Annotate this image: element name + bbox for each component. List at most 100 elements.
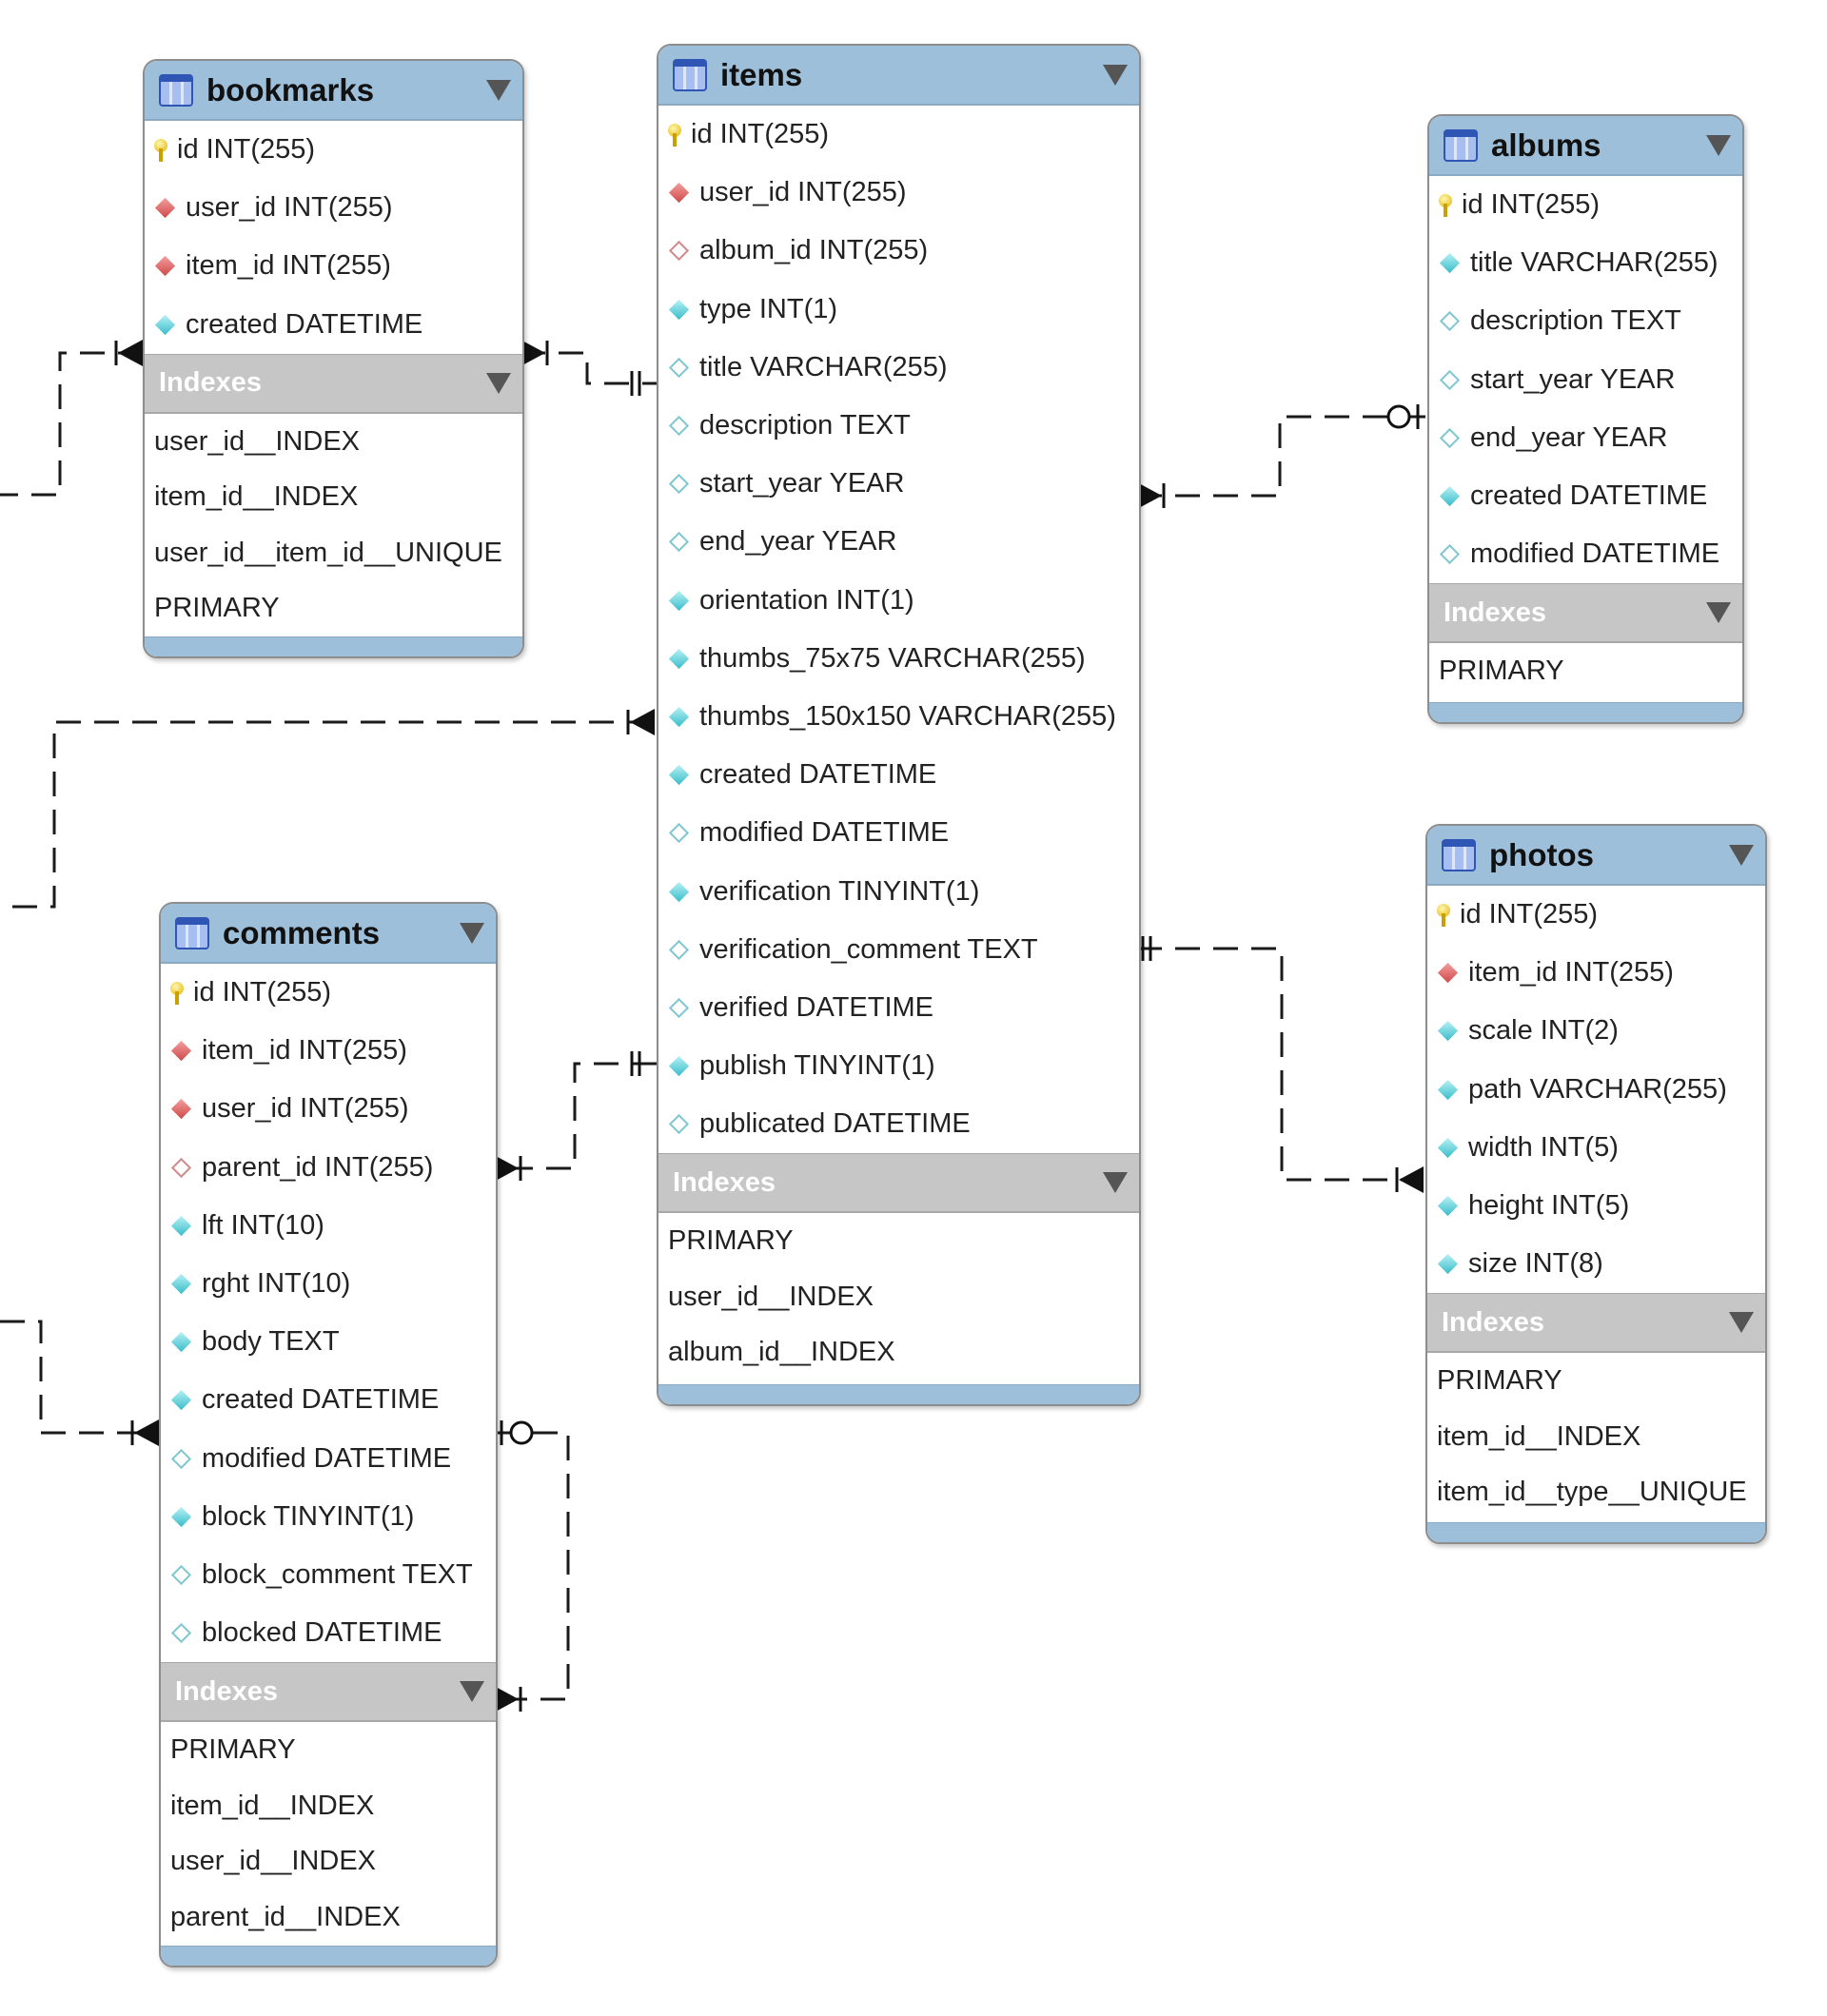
column-row[interactable]: path VARCHAR(255) (1427, 1061, 1765, 1119)
index-row[interactable]: user_id__item_id__UNIQUE (154, 537, 502, 568)
column-row[interactable]: description TEXT (1429, 292, 1742, 350)
column-row[interactable]: body TEXT (161, 1313, 496, 1371)
collapse-arrow-icon[interactable] (460, 1681, 484, 1703)
index-row[interactable]: item_id__INDEX (170, 1790, 375, 1821)
indexes-label: Indexes (175, 1675, 278, 1707)
column-row[interactable]: verified DATETIME (658, 979, 1139, 1037)
collapse-arrow-icon[interactable] (460, 922, 484, 944)
column-definition: publish TINYINT(1) (699, 1050, 935, 1082)
column-row[interactable]: blocked DATETIME (161, 1604, 496, 1662)
index-row[interactable]: user_id__INDEX (668, 1281, 874, 1312)
collapse-arrow-icon[interactable] (486, 79, 511, 101)
index-row[interactable]: PRIMARY (154, 593, 280, 624)
collapse-arrow-icon[interactable] (1729, 844, 1754, 866)
column-row[interactable]: verification TINYINT(1) (658, 862, 1139, 920)
collapse-arrow-icon[interactable] (1103, 1172, 1128, 1194)
crows-foot-comments-right (494, 1155, 519, 1182)
column-row[interactable]: start_year YEAR (658, 455, 1139, 513)
collapse-arrow-icon[interactable] (1706, 602, 1731, 624)
index-row[interactable]: PRIMARY (170, 1734, 296, 1766)
index-row[interactable]: user_id__INDEX (170, 1846, 376, 1877)
column-row[interactable]: verification_comment TEXT (658, 921, 1139, 979)
indexes-header[interactable]: Indexes (1427, 1293, 1765, 1354)
column-row[interactable]: scale INT(2) (1427, 1002, 1765, 1060)
column-row[interactable]: type INT(1) (658, 281, 1139, 339)
column-row[interactable]: title VARCHAR(255) (1429, 234, 1742, 292)
column-row[interactable]: item_id INT(255) (161, 1022, 496, 1080)
column-row[interactable]: id INT(255) (161, 964, 496, 1022)
column-row[interactable]: height INT(5) (1427, 1177, 1765, 1235)
column-row[interactable]: modified DATETIME (658, 804, 1139, 862)
column-row[interactable]: rght INT(10) (161, 1255, 496, 1313)
column-row[interactable]: lft INT(10) (161, 1197, 496, 1255)
column-row[interactable]: created DATETIME (145, 296, 522, 354)
column-definition: start_year YEAR (699, 468, 905, 499)
index-row[interactable]: PRIMARY (668, 1225, 794, 1257)
indexes-header[interactable]: Indexes (161, 1662, 496, 1723)
indexes-header[interactable]: Indexes (145, 353, 522, 414)
column-row[interactable]: modified DATETIME (161, 1430, 496, 1488)
indexes-header[interactable]: Indexes (658, 1153, 1139, 1214)
column-row[interactable]: id INT(255) (1429, 176, 1742, 234)
index-row[interactable]: user_id__INDEX (154, 425, 360, 457)
index-row[interactable]: parent_id__INDEX (170, 1901, 401, 1932)
index-row[interactable]: PRIMARY (1437, 1365, 1562, 1397)
relationship-line-bookmarks-items (521, 351, 657, 385)
not-null-column-icon (668, 648, 690, 669)
indexes-header[interactable]: Indexes (1429, 583, 1742, 644)
column-row[interactable]: user_id INT(255) (658, 164, 1139, 222)
column-row[interactable]: end_year YEAR (658, 513, 1139, 571)
column-row[interactable]: description TEXT (658, 397, 1139, 455)
not-null-column-icon (170, 1390, 192, 1411)
collapse-arrow-icon[interactable] (1729, 1312, 1754, 1334)
index-row[interactable]: item_id__INDEX (1437, 1420, 1641, 1452)
table-header[interactable]: items (658, 46, 1139, 106)
column-row[interactable]: end_year YEAR (1429, 409, 1742, 467)
table-header[interactable]: comments (161, 904, 496, 964)
collapse-arrow-icon[interactable] (1706, 134, 1731, 156)
index-row[interactable]: item_id__INDEX (154, 481, 359, 513)
column-row[interactable]: id INT(255) (658, 106, 1139, 164)
column-row[interactable]: orientation INT(1) (658, 572, 1139, 630)
table-header[interactable]: albums (1429, 116, 1742, 176)
column-row[interactable]: thumbs_75x75 VARCHAR(255) (658, 630, 1139, 688)
column-row[interactable]: parent_id INT(255) (161, 1139, 496, 1197)
column-row[interactable]: start_year YEAR (1429, 351, 1742, 409)
column-row[interactable]: album_id INT(255) (658, 222, 1139, 280)
column-definition: publicated DATETIME (699, 1108, 971, 1140)
table-header[interactable]: photos (1427, 826, 1765, 886)
column-row[interactable]: size INT(8) (1427, 1235, 1765, 1293)
column-row[interactable]: user_id INT(255) (145, 179, 522, 237)
column-row[interactable]: modified DATETIME (1429, 525, 1742, 583)
not-null-column-icon (668, 765, 690, 786)
column-row[interactable]: id INT(255) (1427, 886, 1765, 944)
column-row[interactable]: id INT(255) (145, 121, 522, 179)
column-row[interactable]: publicated DATETIME (658, 1095, 1139, 1153)
column-row[interactable]: created DATETIME (658, 746, 1139, 804)
column-row[interactable]: created DATETIME (1429, 467, 1742, 525)
index-row[interactable]: album_id__INDEX (668, 1337, 895, 1368)
column-row[interactable]: block_comment TEXT (161, 1546, 496, 1604)
collapse-arrow-icon[interactable] (1103, 64, 1128, 86)
column-row[interactable]: block TINYINT(1) (161, 1488, 496, 1546)
index-row[interactable]: PRIMARY (1439, 656, 1564, 687)
column-row[interactable]: created DATETIME (161, 1371, 496, 1429)
column-definition: id INT(255) (177, 134, 316, 166)
column-row[interactable]: thumbs_150x150 VARCHAR(255) (658, 688, 1139, 746)
column-row[interactable]: width INT(5) (1427, 1119, 1765, 1177)
column-row[interactable]: user_id INT(255) (161, 1080, 496, 1138)
table-footer (658, 1384, 1139, 1404)
table-header[interactable]: bookmarks (145, 61, 522, 121)
relationship-line-photos-items (1137, 947, 1423, 1182)
collapse-arrow-icon[interactable] (486, 372, 511, 394)
index-row[interactable]: item_id__type__UNIQUE (1437, 1477, 1747, 1508)
column-row[interactable]: item_id INT(255) (1427, 944, 1765, 1002)
column-row[interactable]: title VARCHAR(255) (658, 339, 1139, 397)
column-row[interactable]: publish TINYINT(1) (658, 1037, 1139, 1095)
column-row[interactable]: item_id INT(255) (145, 237, 522, 295)
